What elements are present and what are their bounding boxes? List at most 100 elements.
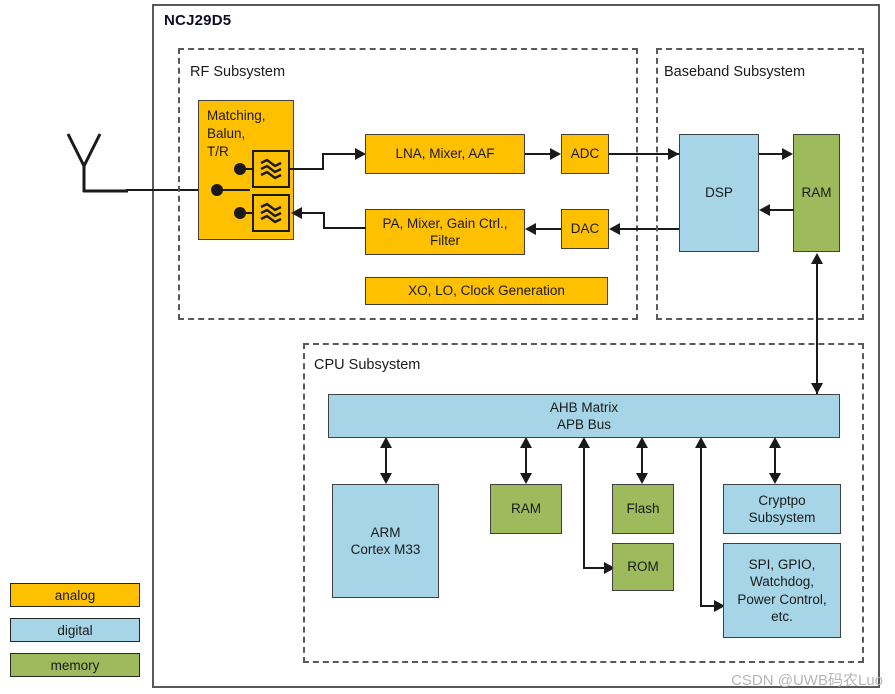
bus-cpuram-arrow-up <box>520 437 532 448</box>
block-pa-mixer-gain-filter-label: PA, Mixer, Gain Ctrl., Filter <box>382 215 508 248</box>
bus-arm-arrow-up <box>380 437 392 448</box>
rx-path-seg1 <box>289 168 324 170</box>
legend: analog digital memory <box>10 583 140 677</box>
tx-path-arrow-to-filter <box>291 207 302 219</box>
bus-arm-line <box>385 444 387 480</box>
bbram-to-dsp-line <box>770 209 794 211</box>
tx-path-seg2 <box>323 212 325 228</box>
watermark: CSDN @UWB码农Luo <box>731 672 883 689</box>
block-ahb-apb-bus[interactable]: AHB Matrix APB Bus <box>328 394 840 438</box>
bus-rom-arrow-up <box>578 437 590 448</box>
dac-to-pa-arrow <box>525 223 536 235</box>
antenna-feed-line <box>126 189 226 191</box>
rx-dot-to-filter-line <box>244 168 254 170</box>
rf-node-dot-rx <box>234 163 246 175</box>
dsp-to-bbram-line <box>759 153 785 155</box>
block-cryptpo-subsystem[interactable]: Cryptpo Subsystem <box>723 484 841 534</box>
rf-subsystem-label: RF Subsystem <box>190 64 286 80</box>
block-dsp[interactable]: DSP <box>679 134 759 252</box>
adc-to-dsp-arrow <box>668 148 679 160</box>
legend-item-digital-label: digital <box>57 622 93 638</box>
bus-cpuram-line <box>525 444 527 480</box>
block-xo-lo-clock[interactable]: XO, LO, Clock Generation <box>365 277 608 305</box>
block-flash-label: Flash <box>626 501 660 517</box>
legend-item-memory: memory <box>10 653 140 677</box>
block-peripherals-label: SPI, GPIO, Watchdog, Power Control, etc. <box>737 556 827 624</box>
bbram-to-ahb-arrow-up <box>811 253 823 264</box>
rx-path-seg2 <box>322 154 324 170</box>
lna-to-adc-line <box>525 153 553 155</box>
bus-rom-line-horizontal <box>583 567 607 569</box>
adc-to-dsp-line <box>609 153 679 155</box>
dsp-to-dac-arrow <box>609 223 620 235</box>
block-flash[interactable]: Flash <box>612 484 674 534</box>
block-peripherals[interactable]: SPI, GPIO, Watchdog, Power Control, etc. <box>723 543 841 638</box>
block-ahb-apb-bus-label: AHB Matrix APB Bus <box>549 399 619 432</box>
baseband-subsystem-label: Baseband Subsystem <box>664 64 806 80</box>
bus-periph-arrow-up <box>695 437 707 448</box>
rx-filter-icon <box>252 150 290 188</box>
bus-arm-arrow-down <box>380 473 392 484</box>
bus-flash-arrow-down <box>636 473 648 484</box>
lna-to-adc-arrow <box>550 148 561 160</box>
rx-path-seg3 <box>322 153 358 155</box>
block-xo-lo-clock-label: XO, LO, Clock Generation <box>408 283 565 299</box>
antenna-node-stub <box>222 189 250 191</box>
tx-path-seg3 <box>302 212 325 214</box>
bus-flash-line <box>641 444 643 480</box>
legend-item-analog: analog <box>10 583 140 607</box>
block-rom-label: ROM <box>627 559 659 575</box>
dsp-to-dac-line <box>620 228 680 230</box>
block-rom[interactable]: ROM <box>612 543 674 591</box>
block-adc-label: ADC <box>570 146 600 162</box>
block-lna-mixer-aaf[interactable]: LNA, Mixer, AAF <box>365 134 525 174</box>
bus-periph-arrow-right <box>714 600 725 612</box>
tx-path-seg1 <box>323 227 366 229</box>
rf-subsystem-boundary <box>178 48 638 320</box>
rf-node-dot-ant <box>211 184 223 196</box>
chip-title: NCJ29D5 <box>164 12 232 29</box>
rx-path-arrow-to-lna <box>355 148 366 160</box>
block-dac[interactable]: DAC <box>561 209 609 249</box>
cpu-subsystem-label: CPU Subsystem <box>314 357 421 373</box>
bus-crypto-arrow-down <box>769 473 781 484</box>
tx-dot-to-filter-line <box>244 212 254 214</box>
block-pa-mixer-gain-filter[interactable]: PA, Mixer, Gain Ctrl., Filter <box>365 209 525 255</box>
block-matching-balun-tr-label: Matching, Balun, T/R <box>207 108 266 160</box>
bus-flash-arrow-up <box>636 437 648 448</box>
block-dsp-label: DSP <box>705 185 733 201</box>
block-arm-cortex-m33-label: ARM Cortex M33 <box>350 524 421 557</box>
bus-rom-arrow-right <box>604 562 615 574</box>
dsp-to-bbram-arrow <box>782 148 793 160</box>
dac-to-pa-line <box>536 228 561 230</box>
bbram-to-ahb-arrow-down <box>811 383 823 394</box>
tx-filter-icon <box>252 194 290 232</box>
tx-filter-glyph <box>260 202 282 224</box>
block-cpu-ram[interactable]: RAM <box>490 484 562 534</box>
block-dac-label: DAC <box>570 221 600 237</box>
block-arm-cortex-m33[interactable]: ARM Cortex M33 <box>332 484 439 598</box>
block-baseband-ram[interactable]: RAM <box>793 134 840 252</box>
block-cpu-ram-label: RAM <box>511 501 541 517</box>
cpu-subsystem-boundary <box>303 343 864 663</box>
block-lna-mixer-aaf-label: LNA, Mixer, AAF <box>395 146 495 162</box>
bus-periph-line-horizontal <box>700 605 717 607</box>
block-baseband-ram-label: RAM <box>801 185 832 201</box>
bus-crypto-arrow-up <box>769 437 781 448</box>
bus-periph-line-vertical <box>700 444 702 607</box>
bbram-to-dsp-arrow <box>759 204 770 216</box>
legend-item-analog-label: analog <box>54 587 96 603</box>
bus-crypto-line <box>774 444 776 480</box>
legend-item-digital: digital <box>10 618 140 642</box>
bus-cpuram-arrow-down <box>520 473 532 484</box>
block-adc[interactable]: ADC <box>561 134 609 174</box>
antenna-icon <box>58 128 128 200</box>
block-matching-balun-tr[interactable]: Matching, Balun, T/R <box>198 100 294 240</box>
bbram-to-ahb-line <box>816 262 818 394</box>
antenna-svg <box>66 133 128 193</box>
bus-rom-line-vertical <box>583 444 585 569</box>
rf-node-dot-tx <box>234 207 246 219</box>
legend-item-memory-label: memory <box>50 657 100 673</box>
rx-filter-glyph <box>260 158 282 180</box>
